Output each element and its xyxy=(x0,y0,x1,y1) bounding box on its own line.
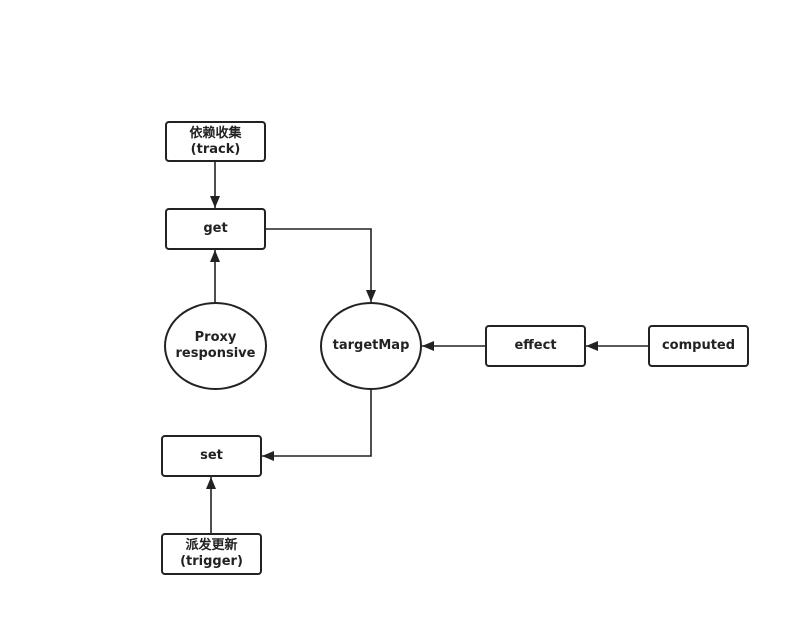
node-targetmap-label: targetMap xyxy=(332,338,410,353)
node-get: get xyxy=(165,208,266,250)
node-computed-label: computed xyxy=(661,338,736,353)
node-proxy-label-line1: Proxy xyxy=(194,330,237,345)
arrow-targetmap-to-set xyxy=(262,389,372,461)
node-trigger-label-line1: 派发更新 xyxy=(185,538,238,553)
node-track-label-line1: 依赖收集 xyxy=(189,125,242,141)
node-trigger: 派发更新 (trigger) xyxy=(161,533,262,575)
node-effect-label: effect xyxy=(514,338,557,353)
node-computed: computed xyxy=(648,325,749,367)
node-targetmap: targetMap xyxy=(320,302,422,390)
arrow-get-to-targetmap xyxy=(265,228,376,302)
node-track-label-line2: (track) xyxy=(190,141,241,157)
node-set-label: set xyxy=(200,448,223,463)
node-proxy-label-line2: responsive xyxy=(175,346,256,361)
node-trigger-label-line2: (trigger) xyxy=(180,554,243,569)
node-get-label: get xyxy=(203,221,228,236)
node-proxy-responsive: Proxy responsive xyxy=(164,302,267,390)
node-set: set xyxy=(161,435,262,477)
node-effect: effect xyxy=(485,325,586,367)
node-track: 依赖收集 (track) xyxy=(165,121,266,162)
